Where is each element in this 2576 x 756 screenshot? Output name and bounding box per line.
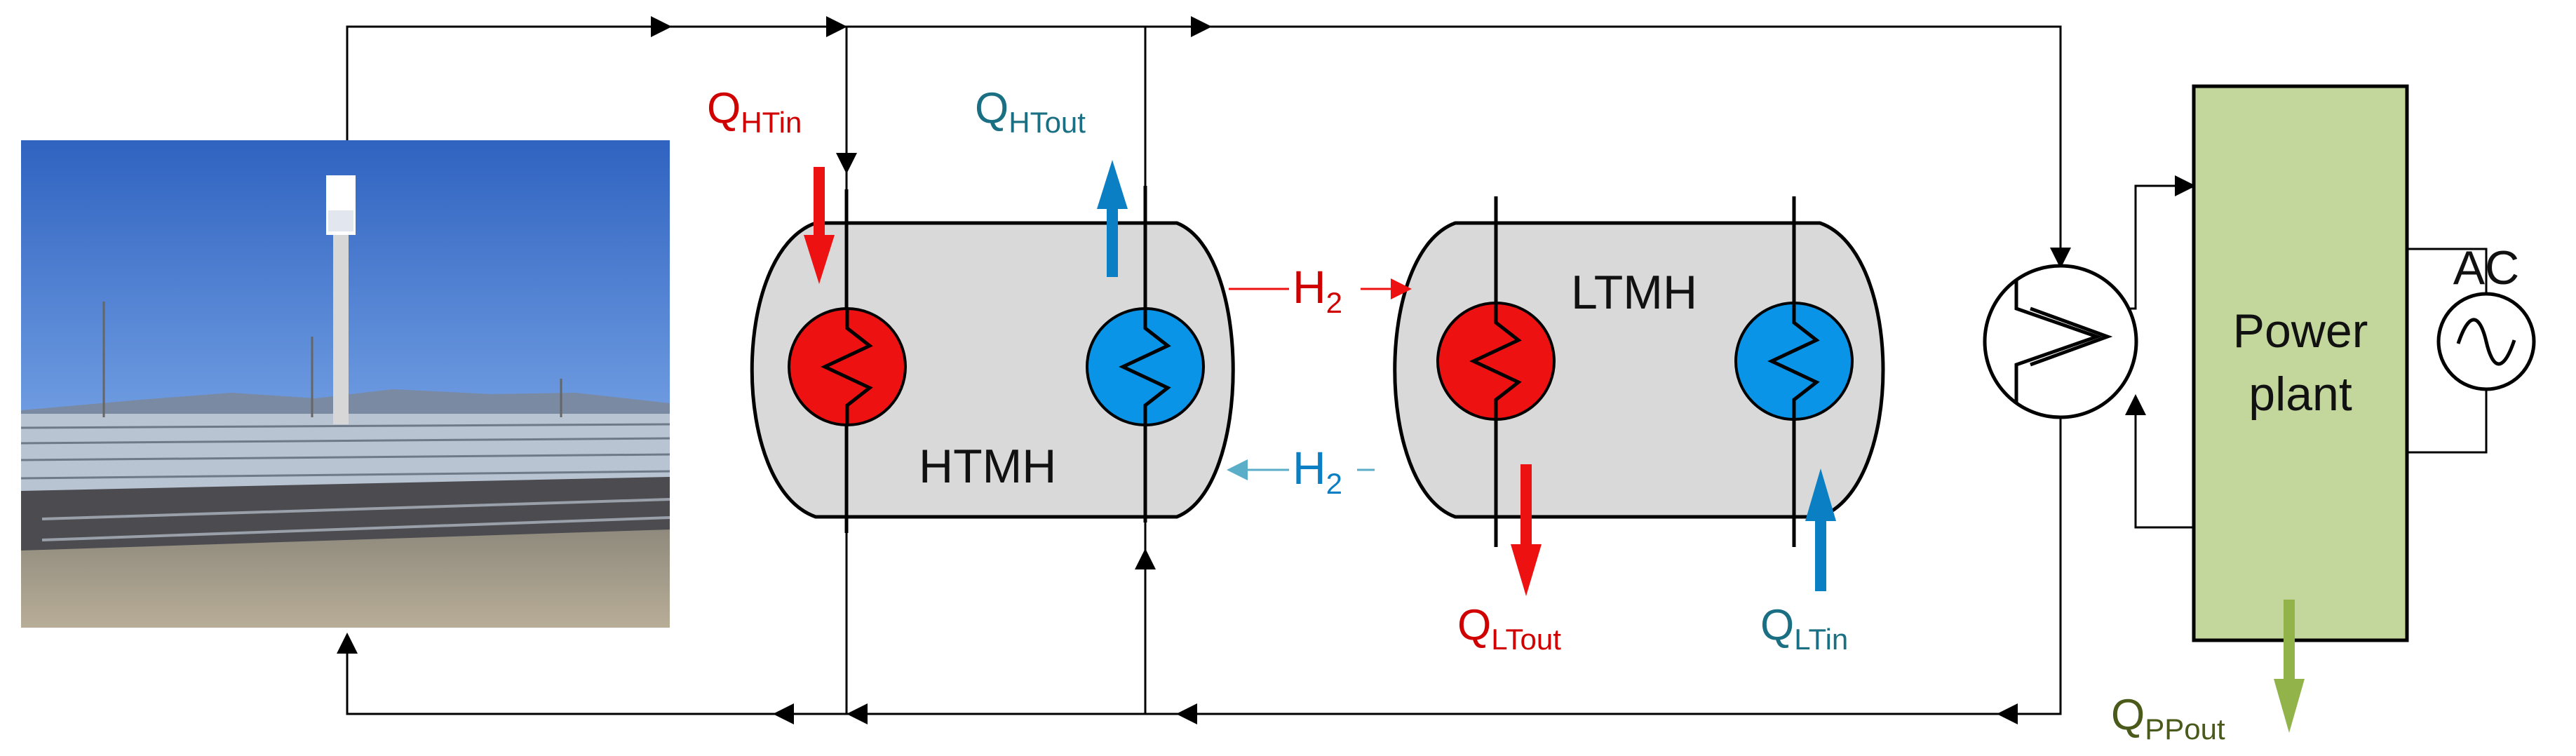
ac-sine-icon: [2436, 292, 2536, 391]
q-htin-arrow: [804, 167, 835, 284]
ltmh-hot-coil: [1436, 302, 1556, 421]
q-ppout-label: QPPout: [2111, 691, 2225, 745]
zigzag-coil-icon: [821, 309, 873, 425]
q-htin-label: QHTin: [707, 84, 802, 139]
htmh-label: HTMH: [919, 440, 1056, 493]
htmh-hot-coil: [788, 307, 907, 426]
ac-label: AC: [2453, 241, 2519, 295]
q-ppout-arrow: [2274, 600, 2305, 733]
q-ltin-arrow: [1805, 468, 1836, 591]
htmh-cold-coil: [1086, 307, 1205, 426]
h2-flow-back: H2: [1227, 442, 1375, 500]
htmh-tank: HTMH: [750, 221, 1235, 519]
power-plant: Power plant: [2192, 84, 2409, 642]
h2-flow-forward: H2: [1229, 261, 1412, 319]
q-htout-label: QHTout: [975, 84, 1086, 139]
ltmh-cold-coil: [1734, 302, 1854, 421]
power-plant-label-line2: plant: [2248, 367, 2352, 421]
solar-tower-photo: [20, 140, 670, 628]
zigzag-coil-icon: [1469, 303, 1522, 419]
zigzag-coil-icon: [1767, 303, 1820, 419]
ltmh-label: LTMH: [1571, 266, 1697, 319]
power-plant-label-line1: Power: [2233, 304, 2368, 358]
q-ltin-label: QLTin: [1760, 601, 1848, 656]
h2-back-label: H2: [1293, 442, 1342, 500]
h2-forward-label: H2: [1293, 261, 1342, 319]
q-ltout-arrow: [1511, 464, 1542, 596]
q-htout-arrow: [1097, 160, 1128, 277]
q-ltout-label: QLTout: [1457, 601, 1561, 656]
zigzag-coil-icon: [1119, 309, 1171, 425]
heat-exchanger-icon: [1983, 264, 2138, 419]
